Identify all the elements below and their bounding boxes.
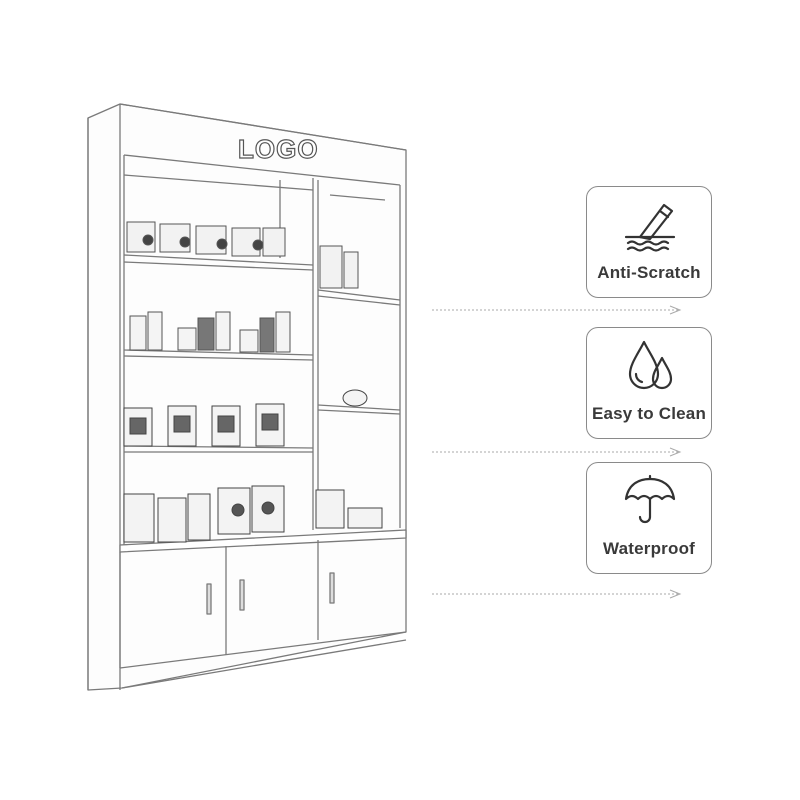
feature-label: Waterproof: [602, 539, 696, 558]
feature-label: Anti-Scratch: [597, 263, 701, 282]
feature-card-easy-to-clean: Easy to Clean: [586, 327, 712, 439]
feature-label: Easy to Clean: [591, 404, 707, 423]
umbrella-icon: [624, 474, 676, 524]
bottom-shelf-products: [123, 485, 383, 543]
feature-card-waterproof: Waterproof: [586, 462, 712, 574]
second-shelf-products: [129, 311, 291, 353]
water-drops-icon: [628, 340, 673, 390]
knife-scratch-icon: [624, 203, 676, 252]
connector-arrows: [432, 309, 678, 595]
cabinet-logo-text: LOGO: [238, 134, 319, 164]
third-shelf-products: [123, 389, 368, 447]
top-shelf-products: [126, 221, 359, 289]
arrow-heads: [669, 305, 682, 599]
feature-card-anti-scratch: Anti-Scratch: [586, 186, 712, 298]
